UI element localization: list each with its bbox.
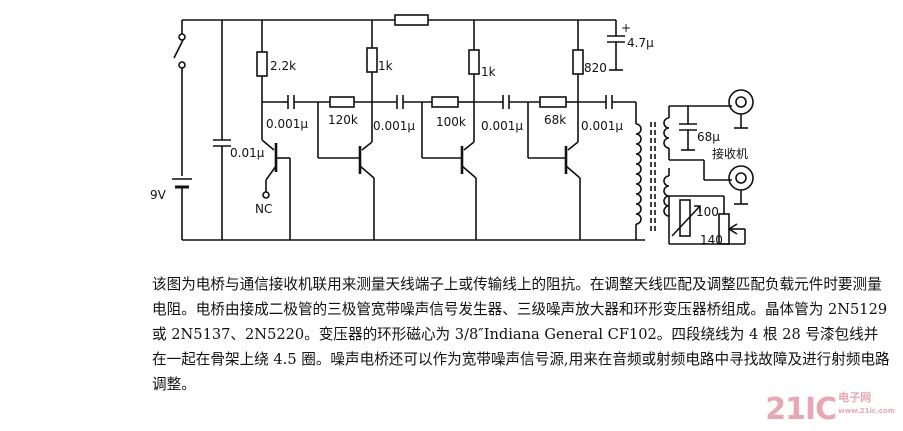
coupling-capacitor-1 [282, 95, 330, 109]
c2-label: 0.001μ [373, 119, 415, 133]
amplifier-stage-3 [528, 20, 584, 240]
coupling-capacitor-2 [372, 95, 432, 109]
receiver-output-network [669, 105, 732, 181]
r1-label: 2.2k [270, 59, 296, 73]
toroidal-transformer [635, 106, 670, 240]
amplifier-stage-1 [318, 20, 378, 240]
pot2-label: 140 [700, 233, 723, 247]
resistor-100k [421, 96, 474, 158]
receiver-label: 接收机 [712, 146, 748, 161]
resistor-120k [317, 96, 372, 158]
capacitor-4-7u [607, 20, 625, 71]
receiver-connector-icon [728, 89, 754, 129]
amplifier-stage-2 [422, 20, 480, 240]
c-right-label: 68μ [697, 130, 720, 144]
noise-generator-transistor [256, 20, 291, 240]
c-top-plus: + [621, 21, 631, 35]
c1-label: 0.001μ [266, 117, 308, 131]
nc-label: NC [255, 202, 272, 216]
coupling-capacitor-4 [578, 95, 637, 124]
antenna-connector-icon [728, 165, 754, 205]
r3-label: 1k [481, 65, 496, 79]
r5-label: 120k [328, 113, 358, 127]
battery-label: 9V [150, 188, 167, 202]
watermark-sub1: 电子网 [838, 391, 872, 404]
r4-label: 820 [584, 61, 607, 75]
c3-label: 0.001μ [481, 119, 523, 133]
watermark-main: 21IC [765, 392, 837, 427]
pot1-label: 100 [696, 205, 719, 219]
c-left-label: 0.01μ [230, 146, 265, 160]
watermark-sub2: www.21ic.com [838, 407, 895, 415]
r6-label: 100k [436, 115, 466, 129]
r2-label: 1k [378, 59, 393, 73]
c4-label: 0.001μ [581, 119, 623, 133]
battery-9v [172, 178, 192, 240]
resistor-68k [527, 96, 578, 158]
bridge-potentiometers [668, 195, 746, 245]
top-rail [182, 14, 616, 26]
capacitor-0-01 [213, 20, 231, 240]
circuit-schematic [172, 14, 754, 245]
description-paragraph: 该图为电桥与通信接收机联用来测量天线端子上或传输线上的阻抗。在调整天线匹配及调整… [152, 276, 890, 393]
coupling-capacitor-3 [474, 95, 540, 109]
c-top-label: 4.7μ [627, 36, 654, 50]
r7-label: 68k [544, 113, 566, 127]
power-switch [173, 20, 186, 176]
schematic-labels: 2.2k 1k 1k 820 4.7μ + 0.001μ 120k 0.001μ… [150, 21, 748, 247]
